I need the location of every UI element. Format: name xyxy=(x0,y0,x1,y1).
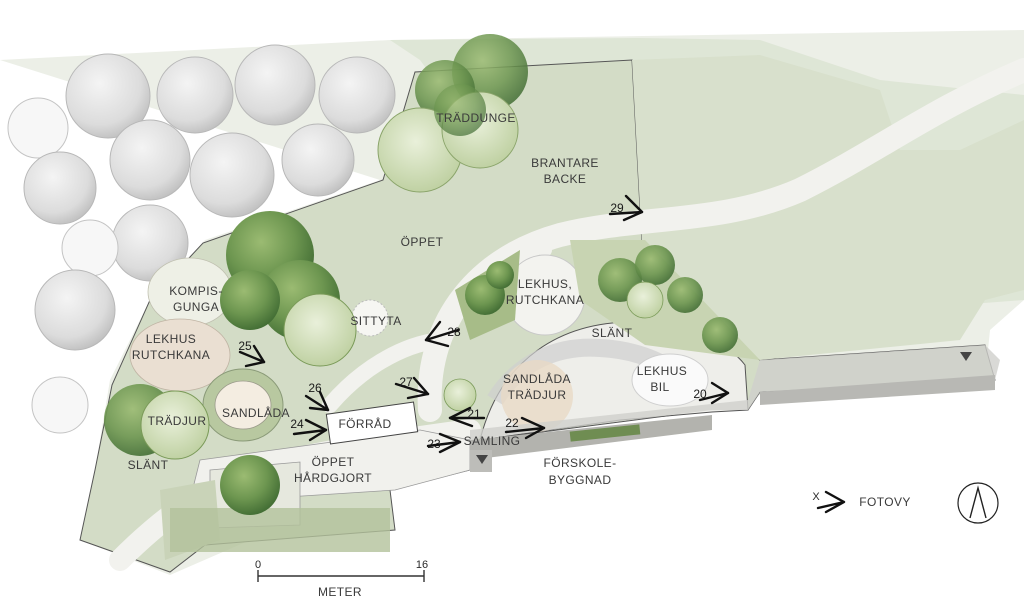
label-kompis: KOMPIS- xyxy=(169,284,222,298)
label-slant-left: SLÄNT xyxy=(128,458,169,472)
green-trees xyxy=(104,34,738,515)
label-oppet: ÖPPET xyxy=(401,235,444,249)
viewpoint-28: 28 xyxy=(424,320,461,348)
legend-symbol-label: X xyxy=(812,491,820,503)
label-gunga: GUNGA xyxy=(173,300,219,314)
label-backe: BACKE xyxy=(544,172,587,186)
viewpoint-20: 20 xyxy=(693,381,730,405)
viewpoint-28-number: 28 xyxy=(447,325,461,339)
area-labels: TRÄDDUNGE BRANTARE BACKE ÖPPET KOMPIS- G… xyxy=(128,111,687,487)
label-rutchkana-left: RUTCHKANA xyxy=(132,348,210,362)
label-rutchkana-centre: RUTCHKANA xyxy=(506,293,584,307)
viewpoint-22-number: 22 xyxy=(505,416,519,430)
storage-building xyxy=(325,401,419,445)
viewpoint-29-number: 29 xyxy=(610,201,624,215)
label-lekhus-right: LEKHUS xyxy=(637,364,687,378)
label-oppet-2: ÖPPET xyxy=(312,455,355,469)
label-traddunge: TRÄDDUNGE xyxy=(436,111,516,125)
scale-bar: 0 16 METER xyxy=(255,559,428,599)
label-sandlada-right: SANDLÅDA xyxy=(503,371,571,386)
viewpoint-23: 23 xyxy=(426,432,462,454)
viewpoint-24-number: 24 xyxy=(290,417,304,431)
label-tradjur-right: TRÄDJUR xyxy=(508,388,567,402)
viewpoint-25-number: 25 xyxy=(238,339,252,353)
label-lekhus-centre: LEKHUS, xyxy=(518,277,572,291)
viewpoint-27-number: 27 xyxy=(399,375,413,389)
viewpoint-25: 25 xyxy=(238,339,266,368)
scale-start: 0 xyxy=(255,559,261,571)
label-tradjur-left: TRÄDJUR xyxy=(148,414,207,428)
label-sittyta: SITTYTA xyxy=(350,314,401,328)
label-byggnad: BYGGNAD xyxy=(549,473,612,487)
viewpoint-20-number: 20 xyxy=(693,387,707,401)
scale-end: 16 xyxy=(416,559,428,571)
label-samling: SAMLING xyxy=(464,434,521,448)
label-lekhus-left: LEKHUS xyxy=(146,332,196,346)
viewpoint-26-number: 26 xyxy=(308,381,322,395)
label-brantare: BRANTARE xyxy=(531,156,599,170)
label-bil: BIL xyxy=(650,380,669,394)
label-sandlada-left: SANDLÅDA xyxy=(222,405,290,420)
viewpoint-markers: 20 21 22 23 24 25 26 27 xyxy=(238,194,730,454)
viewpoint-27: 27 xyxy=(394,375,430,400)
legend-text: FOTOVY xyxy=(859,495,911,509)
viewpoint-22: 22 xyxy=(504,416,546,440)
label-hardgjort: HÅRDGJORT xyxy=(294,470,372,485)
viewpoint-21-number: 21 xyxy=(467,407,481,421)
label-slant-right: SLÄNT xyxy=(592,326,633,340)
grey-trees xyxy=(7,44,396,434)
preschool-building xyxy=(470,345,1000,440)
label-forrad: FÖRRÅD xyxy=(338,416,391,431)
label-forskole: FÖRSKOLE- xyxy=(544,456,617,470)
north-arrow-icon xyxy=(957,482,999,524)
viewpoint-21: 21 xyxy=(448,406,486,428)
legend: X FOTOVY xyxy=(812,490,911,514)
scale-unit: METER xyxy=(318,585,362,599)
viewpoint-29: 29 xyxy=(608,194,644,222)
viewpoint-23-number: 23 xyxy=(427,437,441,451)
viewpoint-24: 24 xyxy=(290,417,328,442)
viewpoint-26: 26 xyxy=(304,381,330,412)
